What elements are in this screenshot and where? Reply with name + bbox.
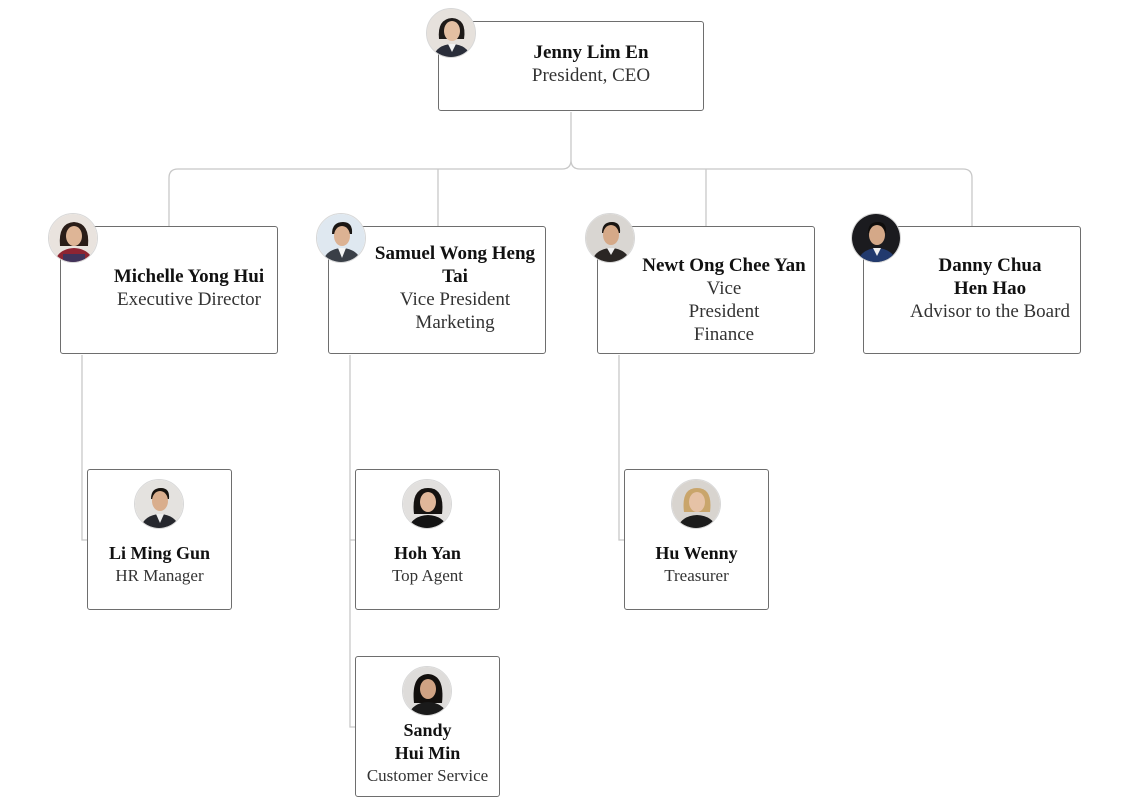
person-name: Jenny Lim En xyxy=(533,42,649,63)
portrait-man-icon xyxy=(851,213,901,263)
org-card-jenny-lim-en[interactable]: Jenny Lim En President, CEO xyxy=(438,21,704,111)
person-name: Li Ming Gun xyxy=(108,543,211,563)
connector-ceo-to-level1 xyxy=(168,112,973,226)
person-role: Vice President Finance xyxy=(688,278,760,345)
person-role: Vice President Marketing xyxy=(399,289,511,333)
portrait-woman-icon xyxy=(671,479,721,529)
connector-newt-to-hu xyxy=(618,355,625,541)
person-name: Danny Chua Hen Hao xyxy=(938,255,1042,299)
person-role: Top Agent xyxy=(391,566,464,585)
portrait-man-icon xyxy=(585,213,635,263)
person-role: President, CEO xyxy=(531,65,651,86)
person-name: Hu Wenny xyxy=(655,543,738,563)
person-name: Samuel Wong Heng Tai xyxy=(374,243,536,287)
connector-michelle-to-li xyxy=(81,355,88,541)
person-role: HR Manager xyxy=(115,566,204,585)
person-role: Advisor to the Board xyxy=(910,301,1070,322)
portrait-woman-icon xyxy=(48,213,98,263)
org-card-samuel-wong-heng-tai[interactable]: Samuel Wong Heng Tai Vice President Mark… xyxy=(328,226,546,354)
portrait-woman-icon xyxy=(426,8,476,58)
person-role: Customer Service xyxy=(366,766,489,785)
org-card-danny-chua-hen-hao[interactable]: Danny Chua Hen Hao Advisor to the Board xyxy=(863,226,1081,354)
person-role: Treasurer xyxy=(664,566,729,585)
portrait-man-icon xyxy=(134,479,184,529)
person-name: Hoh Yan xyxy=(394,543,461,563)
person-name: Newt Ong Chee Yan xyxy=(642,255,806,276)
org-card-newt-ong-chee-yan[interactable]: Newt Ong Chee Yan Vice President Finance xyxy=(597,226,815,354)
portrait-woman-icon xyxy=(402,666,452,716)
org-card-michelle-yong-hui[interactable]: Michelle Yong Hui Executive Director xyxy=(60,226,278,354)
person-role: Executive Director xyxy=(116,289,261,310)
portrait-man-icon xyxy=(316,213,366,263)
person-name: Sandy Hui Min xyxy=(394,720,461,763)
portrait-woman-icon xyxy=(402,479,452,529)
person-name: Michelle Yong Hui xyxy=(113,266,265,287)
